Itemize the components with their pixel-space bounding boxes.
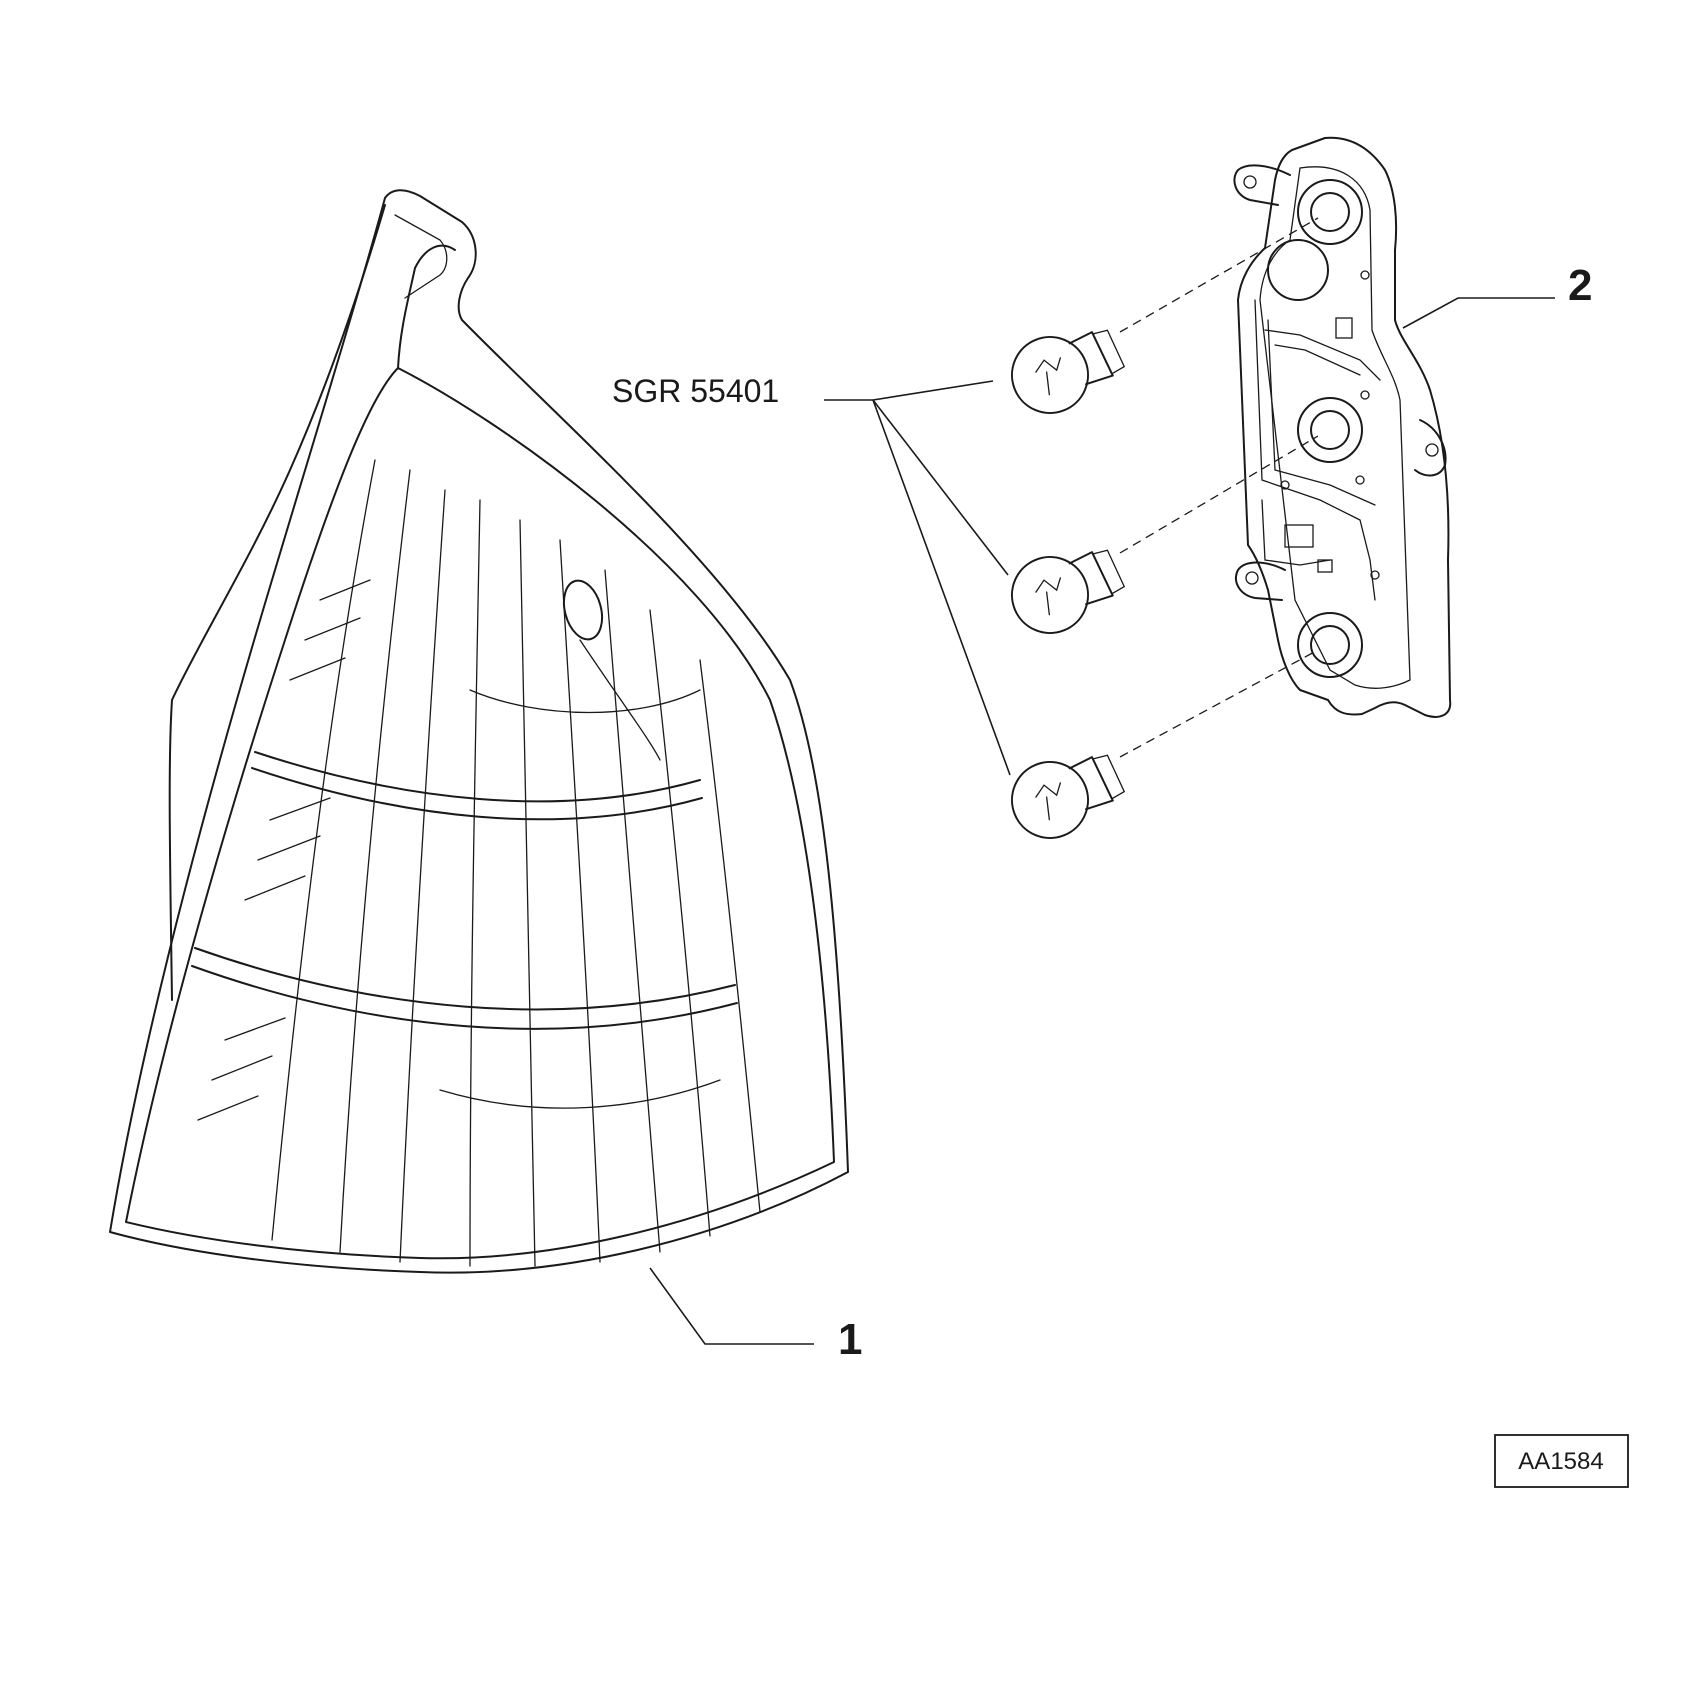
bulb-holder-drawing: [1233, 136, 1452, 718]
leader-lines: [649, 297, 1555, 1345]
bulb-reference-label: SGR 55401: [612, 373, 779, 409]
drawing-code-box: [1494, 1434, 1629, 1488]
bulb-upper-drawing: [1011, 329, 1126, 414]
bulb-middle-drawing: [1011, 549, 1126, 634]
bulbs-group: [1011, 329, 1126, 839]
drawing-code: AA1584: [1518, 1448, 1603, 1475]
bulb-lower-drawing: [1011, 754, 1126, 839]
tail-lamp-lens-drawing: [109, 189, 849, 1274]
alignment-lines: [1119, 217, 1319, 758]
callout-part-2: 2: [1568, 261, 1592, 310]
callout-part-1: 1: [838, 1315, 862, 1364]
